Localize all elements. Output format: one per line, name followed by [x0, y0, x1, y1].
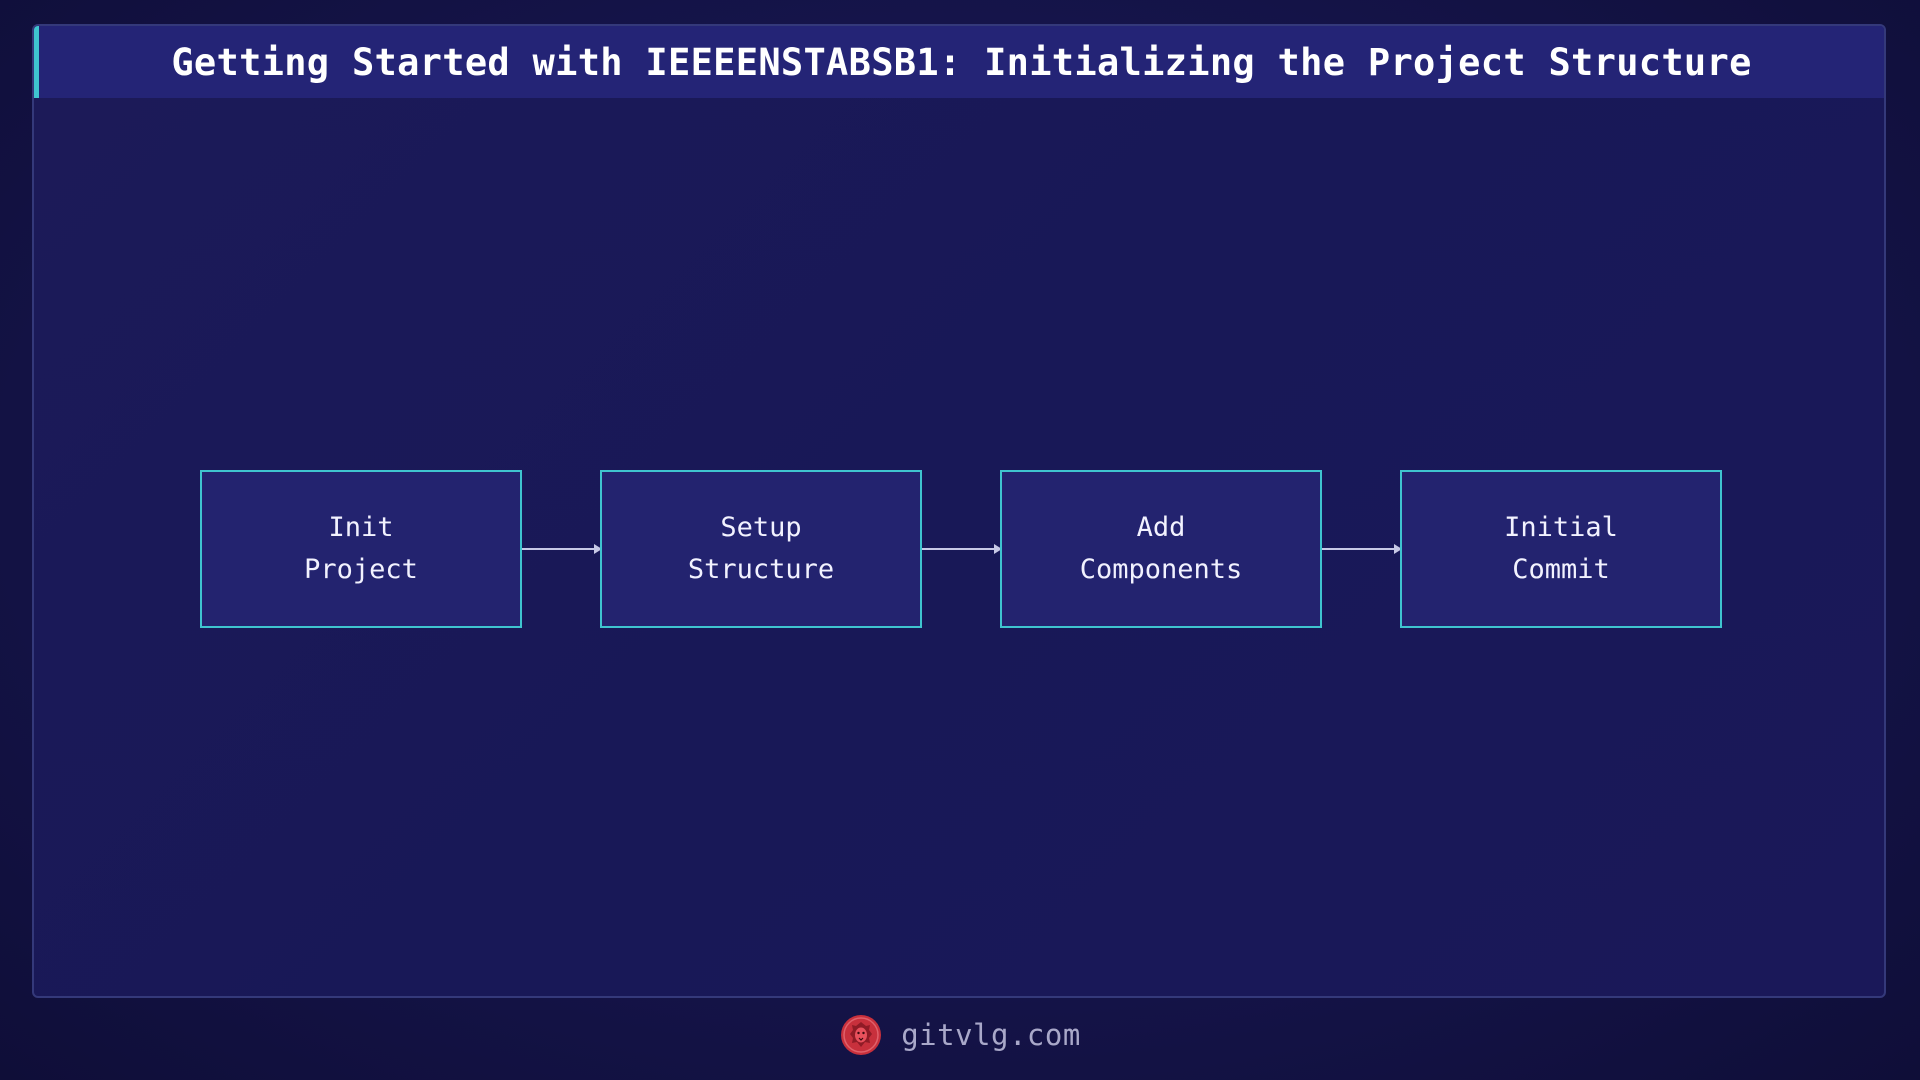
lion-head-icon	[841, 1015, 882, 1055]
flow-arrow	[522, 544, 602, 554]
flow-arrow	[1322, 544, 1402, 554]
flow-node-setup-structure: Setup Structure	[600, 470, 922, 628]
title-bar: Getting Started with IEEEENSTABSB1: Init…	[34, 26, 1884, 98]
page-title: Getting Started with IEEEENSTABSB1: Init…	[171, 40, 1752, 84]
flow-node-add-components: Add Components	[1000, 470, 1322, 628]
flow-node-label: Init Project	[304, 512, 418, 585]
flowchart: Init Project Setup Structure Add Compone…	[34, 26, 1884, 996]
flow-node-label: Initial Commit	[1504, 512, 1618, 585]
footer-site-link[interactable]: gitvlg.com	[901, 1018, 1081, 1052]
flow-node-init-project: Init Project	[200, 470, 522, 628]
flow-node-initial-commit: Initial Commit	[1400, 470, 1722, 628]
diagram-panel: Getting Started with IEEEENSTABSB1: Init…	[32, 24, 1886, 998]
flow-arrow	[922, 544, 1002, 554]
footer: gitvlg.com	[0, 1010, 1920, 1060]
flow-node-label: Add Components	[1079, 512, 1243, 585]
flow-node-label: Setup Structure	[687, 512, 835, 585]
